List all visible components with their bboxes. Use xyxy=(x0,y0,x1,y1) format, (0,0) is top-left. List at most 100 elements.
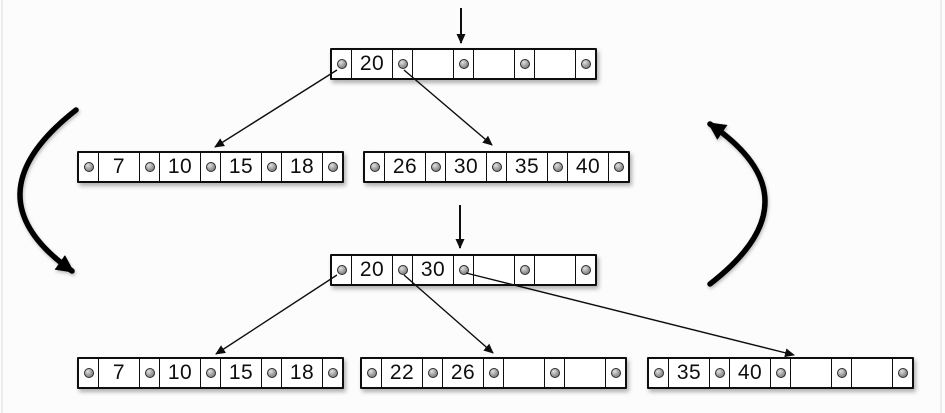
key-cell: 40 xyxy=(730,359,771,387)
pointer-dot-icon xyxy=(83,368,94,378)
key-cell xyxy=(535,256,576,284)
key-cell: 20 xyxy=(352,50,393,78)
key-cell: 18 xyxy=(282,153,323,181)
pointer-cell xyxy=(710,359,730,387)
pointer-cell xyxy=(423,359,443,387)
pointer-dot-icon xyxy=(427,368,438,378)
node-after-middle-child: 22 26 xyxy=(360,357,627,389)
pointer-cell xyxy=(771,359,791,387)
key-cell xyxy=(474,256,515,284)
pointer-dot-icon xyxy=(266,368,277,378)
pointer-dot-icon xyxy=(205,368,216,378)
pointer-cell xyxy=(201,359,221,387)
pointer-cell xyxy=(79,359,99,387)
pointer-cell xyxy=(332,256,352,284)
key-cell: 30 xyxy=(413,256,454,284)
key-cell: 10 xyxy=(160,359,201,387)
pointer-dot-icon xyxy=(613,162,624,172)
pointer-dot-icon xyxy=(836,368,847,378)
pointer-dot-icon xyxy=(369,162,380,172)
key-cell: 26 xyxy=(443,359,484,387)
key-cell xyxy=(504,359,545,387)
pointer-dot-icon xyxy=(491,162,502,172)
node-after-root: 20 30 xyxy=(330,254,597,286)
pointer-cell xyxy=(576,256,595,284)
key-cell xyxy=(565,359,606,387)
node-before-left-child: 7 10 15 18 xyxy=(77,151,344,183)
pointer-dot-icon xyxy=(897,368,908,378)
key-cell: 15 xyxy=(221,153,262,181)
node-before-root: 20 xyxy=(330,48,597,80)
key-cell: 10 xyxy=(160,153,201,181)
key-cell: 22 xyxy=(382,359,423,387)
pointer-cell xyxy=(649,359,669,387)
pointer-cell xyxy=(262,153,282,181)
key-cell: 7 xyxy=(99,153,140,181)
pointer-cell xyxy=(454,256,474,284)
pointer-cell xyxy=(454,50,474,78)
pointer-cell xyxy=(548,153,568,181)
pointer-dot-icon xyxy=(266,162,277,172)
pointer-cell xyxy=(332,50,352,78)
key-cell xyxy=(535,50,576,78)
pointer-cell xyxy=(606,359,625,387)
pointer-cell xyxy=(140,359,160,387)
pointer-dot-icon xyxy=(366,368,377,378)
pointer-cell xyxy=(515,50,535,78)
pointer-dot-icon xyxy=(83,162,94,172)
pointer-cell xyxy=(484,359,504,387)
pointer-dot-icon xyxy=(327,162,338,172)
pointer-cell xyxy=(426,153,446,181)
pointer-cell xyxy=(832,359,852,387)
node-after-right-child: 35 40 xyxy=(647,357,914,389)
pointer-dot-icon xyxy=(519,59,530,69)
pointer-dot-icon xyxy=(714,368,725,378)
key-cell: 26 xyxy=(385,153,426,181)
pointer-dot-icon xyxy=(397,59,408,69)
pointer-dot-icon xyxy=(552,162,563,172)
pointer-cell xyxy=(79,153,99,181)
key-cell xyxy=(791,359,832,387)
key-cell: 7 xyxy=(99,359,140,387)
pointer-dot-icon xyxy=(488,368,499,378)
pointer-dot-icon xyxy=(336,59,347,69)
pointer-cell xyxy=(487,153,507,181)
pointer-dot-icon xyxy=(580,59,591,69)
pointer-cell xyxy=(609,153,628,181)
link-after-root-to-left-child xyxy=(215,274,338,355)
pointer-cell xyxy=(545,359,565,387)
pointer-dot-icon xyxy=(205,162,216,172)
pointer-dot-icon xyxy=(327,368,338,378)
pointer-dot-icon xyxy=(610,368,621,378)
key-cell xyxy=(852,359,893,387)
node-after-left-child: 7 10 15 18 xyxy=(77,357,344,389)
link-before-root-to-right-child xyxy=(403,69,493,146)
link-before-root-to-left-child xyxy=(214,69,338,148)
key-cell: 35 xyxy=(507,153,548,181)
pointer-dot-icon xyxy=(144,368,155,378)
pointer-cell xyxy=(893,359,912,387)
pointer-cell xyxy=(576,50,595,78)
key-cell: 20 xyxy=(352,256,393,284)
pointer-dot-icon xyxy=(653,368,664,378)
pointer-dot-icon xyxy=(336,265,347,275)
pointer-cell xyxy=(140,153,160,181)
pointer-cell xyxy=(262,359,282,387)
page-edge-left xyxy=(1,0,3,413)
pointer-cell xyxy=(362,359,382,387)
cycle-arrow-left-icon xyxy=(17,107,79,274)
pointer-dot-icon xyxy=(549,368,560,378)
key-cell xyxy=(413,50,454,78)
pointer-dot-icon xyxy=(144,162,155,172)
pointer-dot-icon xyxy=(519,265,530,275)
node-before-right-child: 26 30 35 40 xyxy=(363,151,630,183)
pointer-cell xyxy=(515,256,535,284)
pointer-cell xyxy=(323,153,342,181)
pointer-dot-icon xyxy=(430,162,441,172)
pointer-dot-icon xyxy=(580,265,591,275)
key-cell xyxy=(474,50,515,78)
cycle-arrow-right-icon xyxy=(707,121,768,287)
pointer-dot-icon xyxy=(458,59,469,69)
key-cell: 30 xyxy=(446,153,487,181)
